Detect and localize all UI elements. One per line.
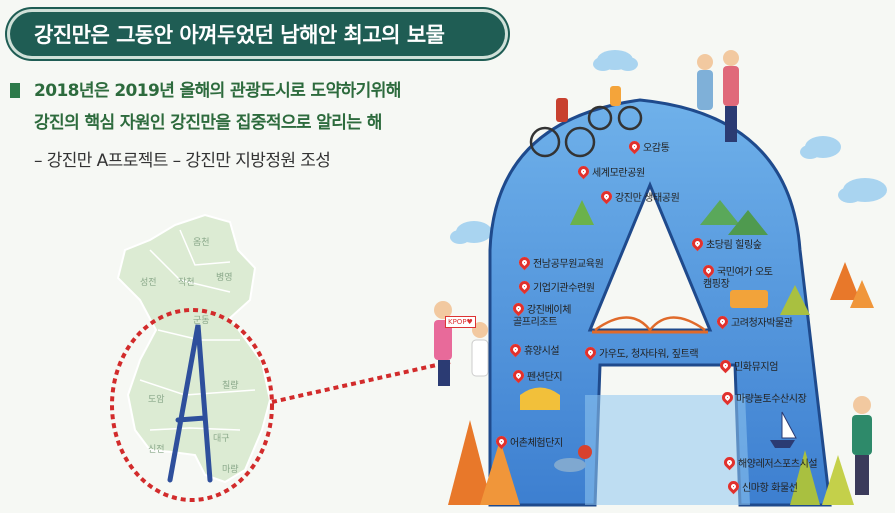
map-pin-icon <box>721 454 738 471</box>
place-label-ogamtong: 오감통 <box>626 138 670 155</box>
place-label-pension-complex: 펜션단지 <box>510 367 563 384</box>
map-pin-icon <box>516 278 533 295</box>
map-label-sinjeon: 신전 <box>148 445 165 455</box>
page-title: 강진만은 그동안 아껴두었던 남해안 최고의 보물 <box>10 12 505 56</box>
map-pin-icon <box>717 357 734 374</box>
place-label-gaudo: 가우도, 청자타워, 짚트랙 <box>582 344 699 361</box>
map-label-byeongyeong: 병영 <box>216 273 233 283</box>
intro-line-3: – 강진만 A프로젝트 – 강진만 지방정원 조성 <box>34 151 331 171</box>
place-label-eco-park: 강진만 생태공원 <box>598 188 680 205</box>
intro-line-2: 강진의 핵심 자원인 강진만을 집중적으로 알리는 해 <box>34 113 382 133</box>
place-label-seafood-market: 마량놀토수산시장 <box>719 389 807 406</box>
place-label-resort-facility: 휴양시설 <box>507 341 560 358</box>
place-label-fishing-village: 어촌체험단지 <box>493 433 563 450</box>
place-label-corporate-center: 기업기관수련원 <box>516 278 595 295</box>
place-label-auto-camping: 국민여가 오토캠핑장 <box>700 262 773 291</box>
map-pin-icon <box>575 163 592 180</box>
map-pin-icon <box>714 313 731 330</box>
map-pin-icon <box>510 300 527 317</box>
map-pin-icon <box>516 254 533 271</box>
place-label-marine-sports: 해양레저스포츠시설 <box>721 454 818 471</box>
intro-line-1: 2018년은 2019년 올해의 관광도시로 도약하기위해 <box>10 76 401 101</box>
place-label-golf-resort: 강진베이체 골프리조트 <box>510 300 578 329</box>
place-label-minhwa-museum: 민화뮤지엄 <box>717 357 778 374</box>
place-label-sinmahang-port: 신마항 화물선 <box>725 478 798 495</box>
map-pin-icon <box>626 138 643 155</box>
connector-line <box>271 360 451 404</box>
map-label-maryang: 마량 <box>222 465 239 475</box>
map-label-gundong: 군동 <box>193 316 210 326</box>
map-pin-icon <box>725 478 742 495</box>
bullet-icon <box>10 83 20 98</box>
map-pin-icon <box>510 367 527 384</box>
place-label-moran-park: 세계모란공원 <box>575 163 645 180</box>
map-label-daegu: 대구 <box>213 434 230 444</box>
place-label-celadon-museum: 고려청자박물관 <box>714 313 793 330</box>
map-label-seongjeon: 성전 <box>140 278 157 288</box>
kpop-sign: KPOP♥ <box>445 316 476 328</box>
map-pin-icon <box>700 262 717 279</box>
map-pin-icon <box>689 235 706 252</box>
map-label-omcheon: 옴천 <box>193 238 210 248</box>
highlight-circle <box>110 308 274 502</box>
map-pin-icon <box>507 341 524 358</box>
place-label-chodang-forest: 초당림 힐링숲 <box>689 235 762 252</box>
map-label-chillyang: 칠량 <box>222 381 239 391</box>
place-label-training-institute: 전남공무원교육원 <box>516 254 604 271</box>
map-label-doam: 도암 <box>148 395 165 405</box>
map-pin-icon <box>598 188 615 205</box>
map-pin-icon <box>493 433 510 450</box>
map-pin-icon <box>719 389 736 406</box>
map-label-jakcheon: 작천 <box>178 278 195 288</box>
map-pin-icon <box>582 344 599 361</box>
